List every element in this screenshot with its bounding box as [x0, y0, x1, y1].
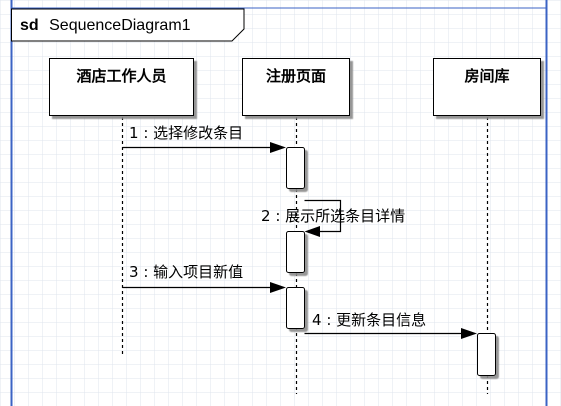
- message-4[interactable]: 4 : 更新条目信息: [304, 311, 478, 339]
- frame-keyword: sd: [20, 17, 39, 34]
- activation-room-1[interactable]: [477, 333, 496, 376]
- lifeline-register-label: 注册页面: [266, 67, 326, 85]
- activation-register-2[interactable]: [286, 231, 305, 273]
- lifeline-staff[interactable]: 酒店工作人员: [49, 58, 194, 116]
- frame-name: SequenceDiagram1: [49, 17, 191, 34]
- lifeline-room-box: [433, 58, 541, 116]
- message-3-arrowhead: [270, 282, 286, 293]
- message-2-line: [304, 199, 342, 233]
- lifeline-register[interactable]: 注册页面: [242, 58, 350, 116]
- message-3-label: 3 : 输入项目新值: [129, 263, 243, 281]
- message-1[interactable]: 1 : 选择修改条目: [122, 124, 287, 153]
- message-2-arrowhead: [304, 226, 320, 237]
- lifeline-room[interactable]: 房间库: [433, 58, 541, 116]
- lifeline-staff-box: [49, 58, 194, 116]
- activation-register-3[interactable]: [286, 287, 305, 329]
- message-1-label: 1 : 选择修改条目: [129, 124, 243, 142]
- activation-register-1[interactable]: [286, 147, 305, 189]
- message-4-label: 4 : 更新条目信息: [312, 311, 426, 329]
- frame-title: sd SequenceDiagram1: [20, 17, 191, 34]
- message-3[interactable]: 3 : 输入项目新值: [122, 263, 287, 293]
- message-2[interactable]: 2 : 展示所选条目详情: [261, 199, 405, 238]
- message-1-arrowhead: [270, 142, 286, 153]
- message-4-arrowhead: [461, 328, 477, 339]
- message-2-label: 2 : 展示所选条目详情: [261, 207, 405, 225]
- frame-title-tab[interactable]: sd SequenceDiagram1: [11, 8, 245, 42]
- lifeline-staff-label: 酒店工作人员: [76, 67, 166, 85]
- lifeline-register-box: [242, 58, 350, 116]
- lifeline-room-label: 房间库: [464, 67, 509, 85]
